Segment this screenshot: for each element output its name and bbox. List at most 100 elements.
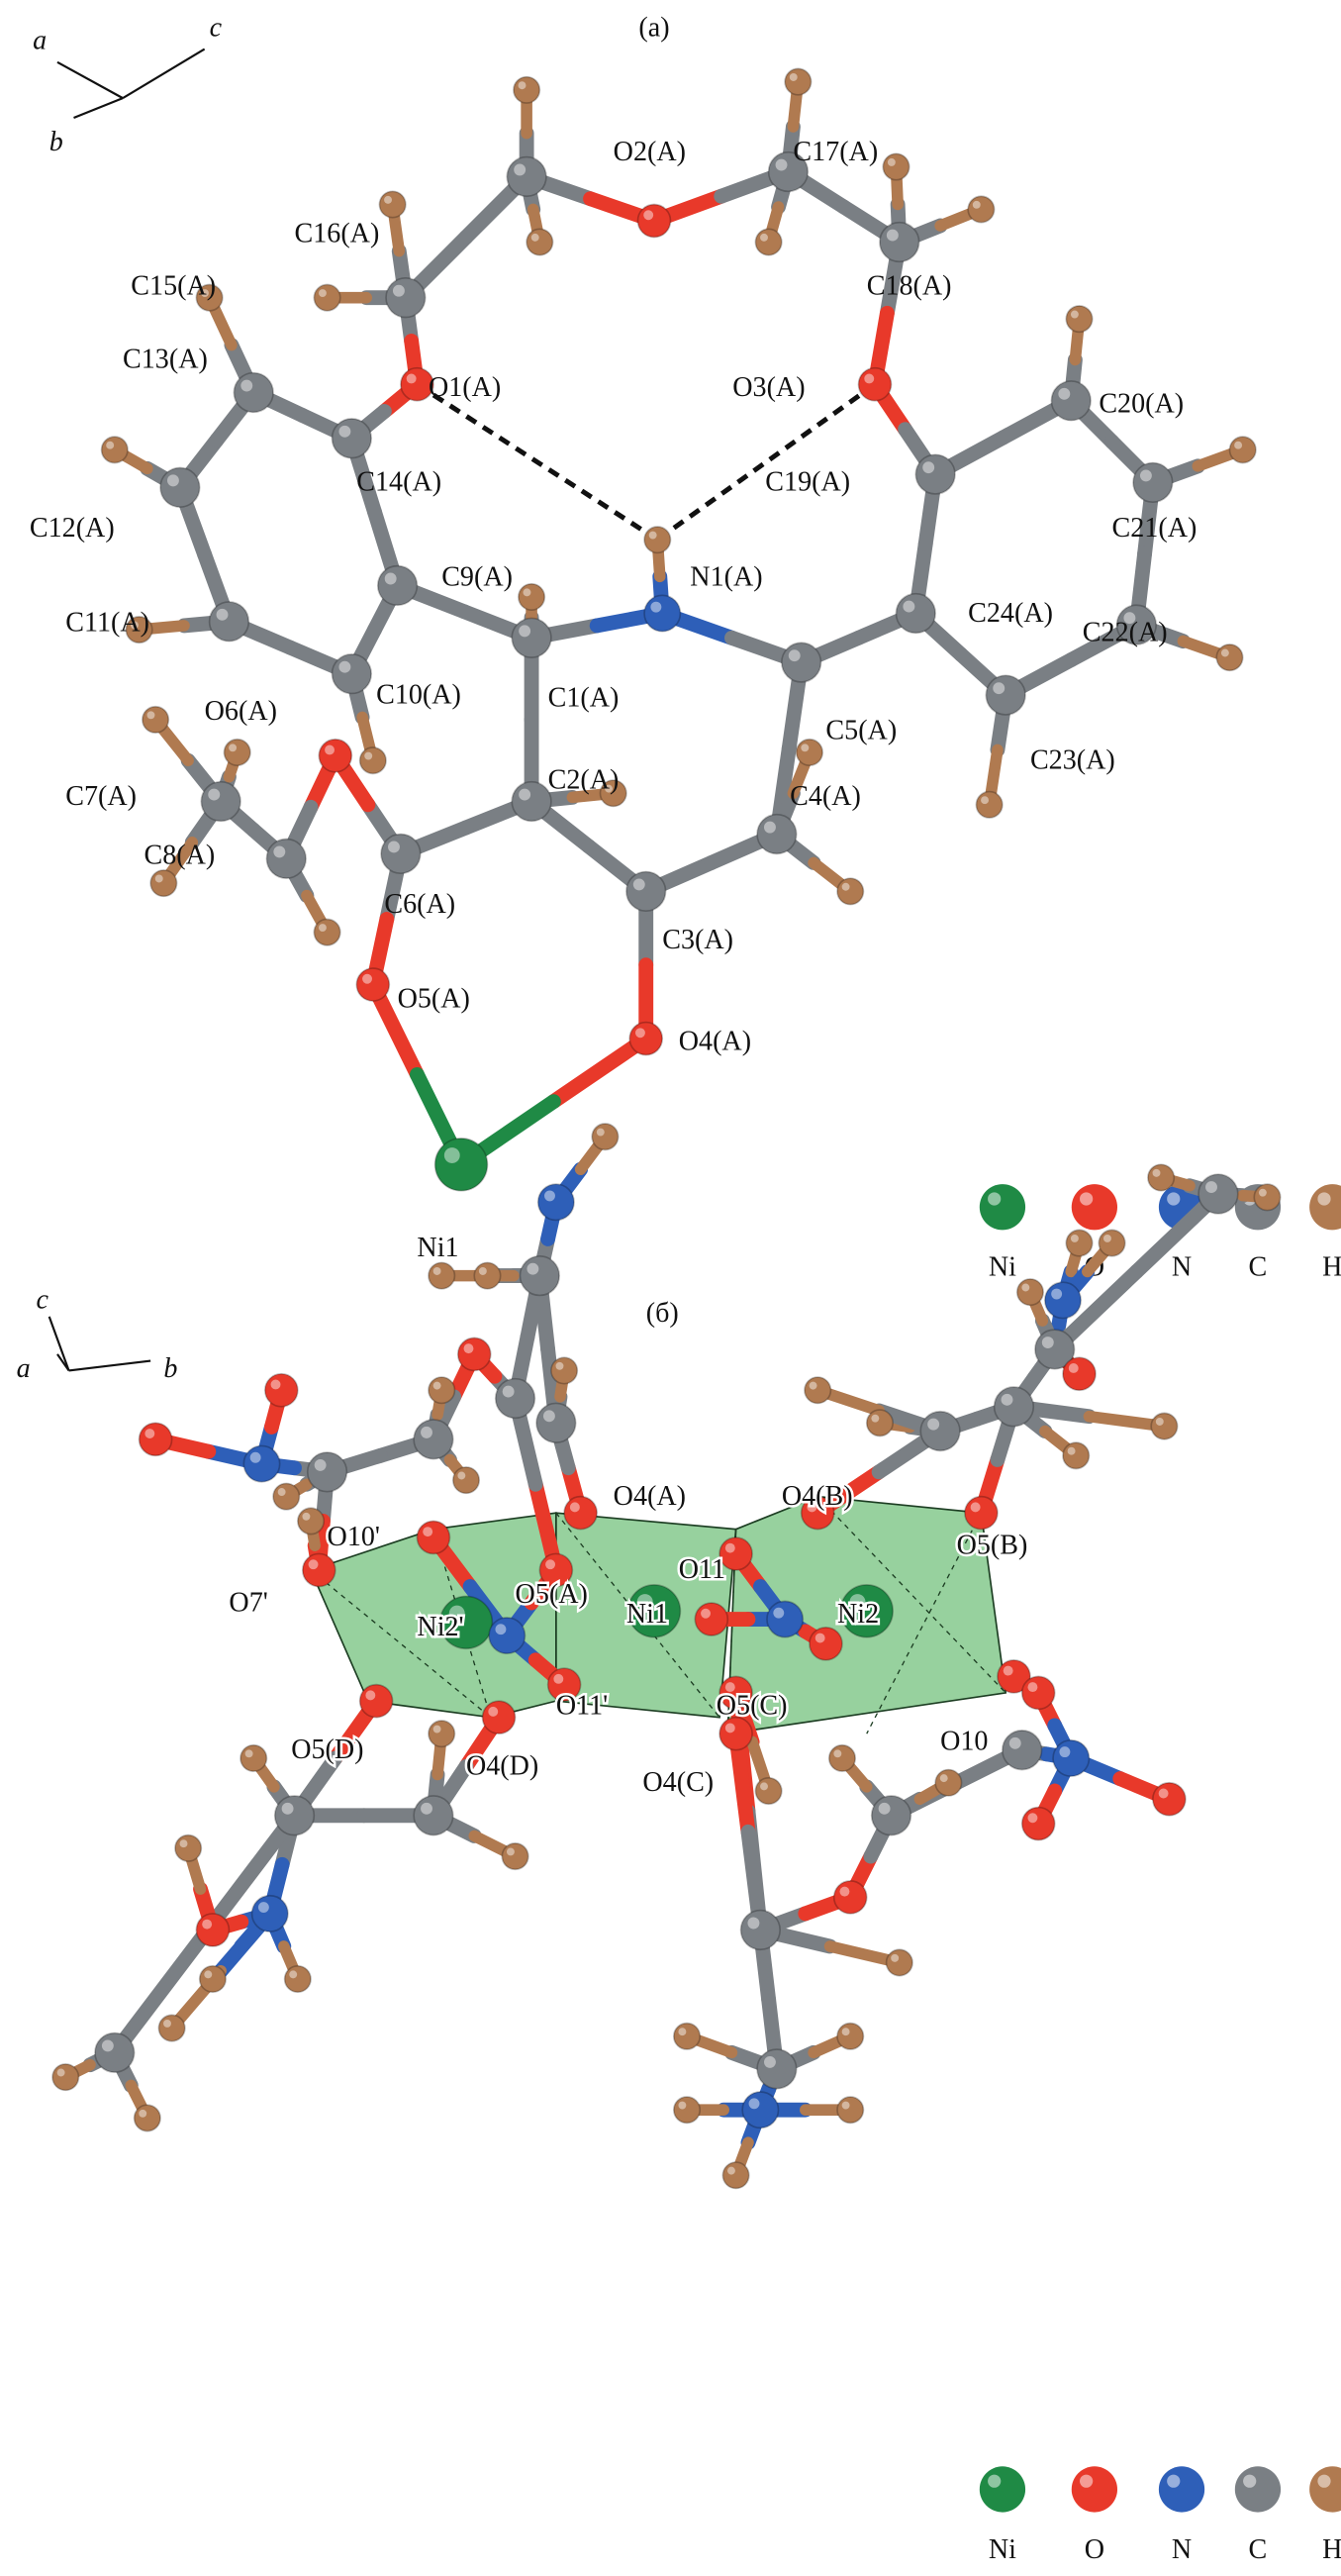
atom-highlight (605, 784, 614, 793)
atom-h (428, 1261, 456, 1290)
legend-highlight (1080, 2474, 1094, 2488)
legend-highlight (1167, 1192, 1181, 1206)
atom-highlight (443, 1147, 460, 1163)
atom-highlight (748, 2098, 760, 2110)
atom-o (718, 1675, 753, 1711)
atom-highlight (1001, 1393, 1013, 1406)
atom-highlight (1059, 1746, 1071, 1758)
atom-highlight (463, 1343, 474, 1354)
atom-highlight (1158, 1788, 1169, 1799)
atom-h (518, 582, 546, 612)
panel-a: (a) a c b C16(A)O2(A)C17(A)C15(A)C18(A)C… (30, 12, 1341, 1283)
atom-highlight (302, 1512, 311, 1521)
atom-highlight (502, 1385, 515, 1398)
atom-h (827, 1743, 857, 1773)
atom-highlight (204, 1970, 213, 1979)
atom-h (1147, 1163, 1176, 1192)
atom-label: O11' (556, 1690, 608, 1721)
atom-c (506, 155, 547, 198)
legend-highlight (1317, 2474, 1331, 2488)
atom-n (250, 1894, 289, 1932)
legend-label-c: C (1249, 1252, 1268, 1283)
bond (365, 977, 425, 1082)
bond (728, 1726, 756, 1839)
atom-c (781, 642, 822, 683)
legend-label-o: O (1085, 2534, 1104, 2565)
atom-n (488, 1617, 527, 1655)
atom-highlight (202, 1919, 213, 1930)
atom-highlight (542, 1410, 555, 1423)
atom-label: O4(A) (679, 1027, 751, 1057)
atom-label: C9(A) (441, 561, 513, 592)
atom-highlight (545, 1559, 556, 1570)
atom-o (546, 1667, 582, 1702)
atom-highlight (632, 878, 645, 891)
atom-highlight (365, 1690, 376, 1701)
atom-highlight (289, 1970, 298, 1979)
atom-c (265, 838, 307, 879)
atom-highlight (678, 2101, 687, 2110)
atom-highlight (478, 1267, 487, 1275)
atom-o (416, 1520, 451, 1555)
atom-highlight (249, 1451, 261, 1463)
atom-h (378, 190, 407, 219)
atom-ni (438, 1595, 494, 1650)
atom-highlight (724, 1723, 735, 1734)
atom-label: O5(A) (398, 984, 470, 1015)
atom-o (800, 1495, 835, 1531)
atom-c (1050, 380, 1092, 422)
atom-label: C24(A) (968, 598, 1053, 629)
atom-label: O11 (679, 1554, 725, 1585)
atom-h (428, 1376, 456, 1405)
legend-highlight (988, 2474, 1002, 2488)
atom-c (879, 221, 920, 263)
atom-highlight (643, 210, 654, 221)
atom-label: C14(A) (356, 467, 441, 498)
atom-highlight (229, 743, 238, 752)
legend-label-c: C (1249, 2534, 1268, 2565)
atom-o (832, 1880, 868, 1915)
atom-c (1132, 461, 1174, 504)
atom-o (1062, 1356, 1097, 1392)
axis-a-label: a (33, 26, 47, 56)
legend-swatch-o (1071, 2466, 1118, 2513)
atom-label: O10 (940, 1727, 988, 1757)
legend-label-ni: Ni (989, 1252, 1016, 1283)
legend-label-h: H (1322, 1252, 1341, 1283)
atom-c (985, 674, 1026, 716)
panel-a-title: (a) (638, 12, 669, 43)
atom-c (331, 418, 372, 459)
legend-highlight (1080, 1192, 1094, 1206)
atom-h (754, 228, 783, 256)
atom-highlight (724, 1682, 735, 1693)
atom-highlight (1123, 612, 1136, 625)
atom-label: C22(A) (1083, 618, 1168, 648)
atom-highlight (1027, 1682, 1038, 1693)
atom-o (263, 1372, 299, 1408)
atom-highlight (1027, 1813, 1038, 1824)
bond (197, 1808, 302, 1941)
atom-highlight (154, 874, 163, 883)
bond (545, 1031, 654, 1110)
atom-highlight (364, 751, 373, 760)
atom-highlight (788, 649, 801, 662)
atom-highlight (514, 163, 527, 176)
atom-h (313, 283, 341, 312)
atom-h (125, 616, 153, 644)
atom-highlight (634, 1028, 645, 1039)
atom-c (331, 652, 372, 695)
atom-o (628, 1021, 664, 1056)
atom-o (1020, 1806, 1056, 1841)
hydrogen-bond (655, 382, 877, 543)
atom-highlight (1051, 1288, 1063, 1300)
atom-highlight (1152, 1168, 1161, 1177)
atom-c (385, 277, 427, 319)
atom-c (494, 1377, 536, 1420)
atom-h (1098, 1229, 1126, 1257)
atom-h (643, 526, 672, 554)
atom-o (1020, 1675, 1056, 1711)
atom-h (885, 1948, 913, 1977)
atom-label: Ni2 (837, 1599, 879, 1630)
atom-highlight (553, 1673, 564, 1684)
